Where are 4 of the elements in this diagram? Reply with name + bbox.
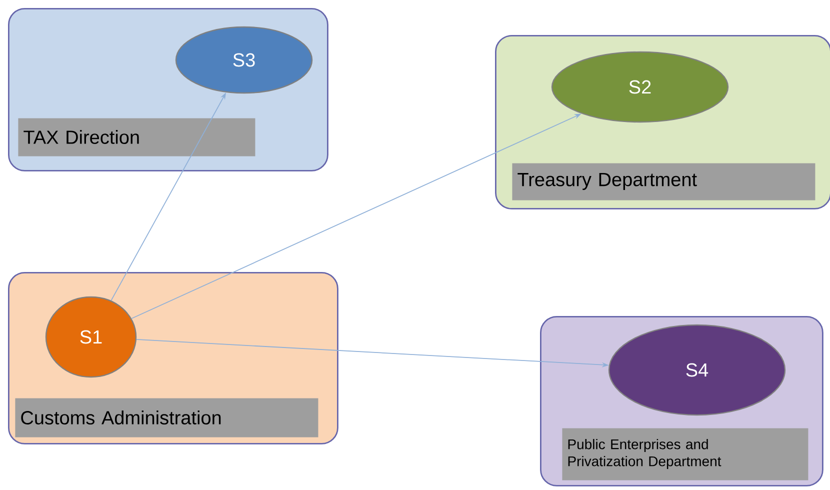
department-label: Public Enterprises and Privatization Department [568,438,722,470]
department-label: Customs Administration [21,410,221,424]
department-label: TAX Direction [24,130,139,144]
department-label: Treasury Department [518,173,697,190]
